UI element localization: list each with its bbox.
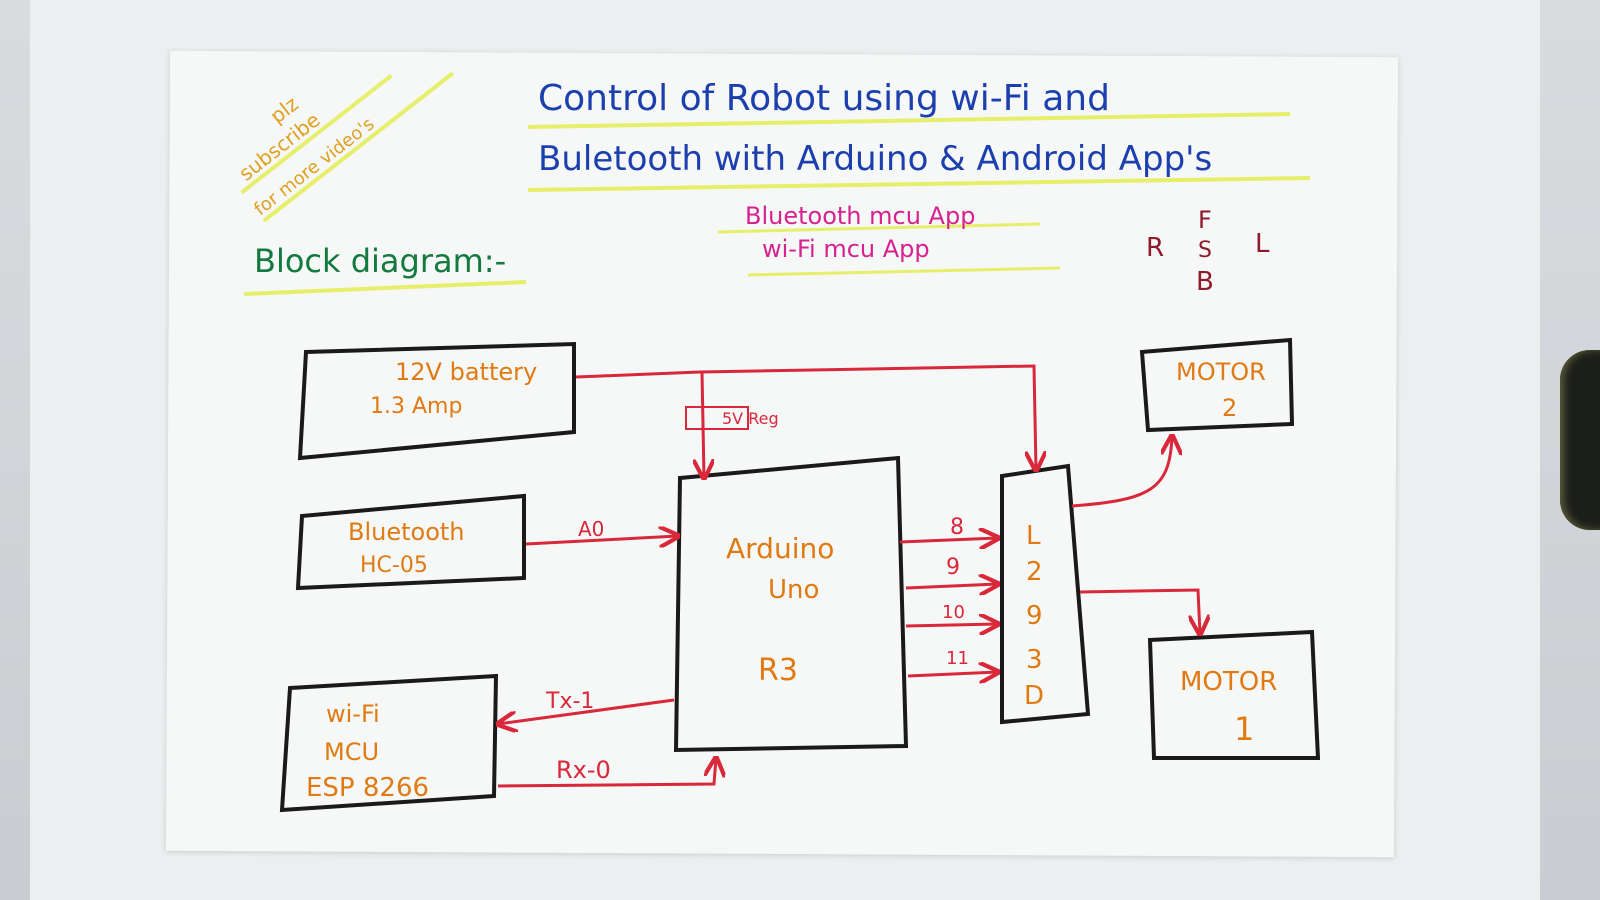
note-underline bbox=[262, 71, 455, 223]
label-pin-8: 8 bbox=[950, 515, 964, 540]
arduino-label-1: Arduino bbox=[726, 532, 834, 565]
rx-wire bbox=[497, 758, 716, 788]
label-tx: Tx-1 bbox=[545, 689, 594, 714]
legend-forward: F bbox=[1198, 206, 1212, 234]
tx-wire bbox=[498, 698, 675, 724]
arduino-block: Arduino Uno R3 bbox=[673, 455, 909, 753]
title-line-1: Control of Robot using wi-Fi and bbox=[538, 78, 1110, 119]
wires bbox=[497, 364, 1200, 788]
arduino-label-3: R3 bbox=[758, 653, 798, 688]
legend-right: R bbox=[1146, 233, 1164, 263]
pin-10-wire bbox=[905, 624, 998, 626]
pin-8-wire bbox=[899, 538, 998, 542]
label-pin-11: 11 bbox=[946, 648, 969, 669]
label-pin-10: 10 bbox=[942, 602, 965, 623]
app-underline bbox=[747, 266, 1061, 277]
pin-11-wire bbox=[907, 672, 998, 676]
driver-char: L bbox=[1026, 521, 1041, 551]
label-pin-9: 9 bbox=[946, 555, 960, 580]
arduino-label-2: Uno bbox=[768, 575, 819, 605]
battery-label-2: 1.3 Amp bbox=[370, 394, 462, 419]
regulator-box bbox=[685, 406, 749, 430]
subscribe-note: plz subscribe for more video's bbox=[234, 71, 455, 223]
bluetooth-box bbox=[295, 493, 526, 591]
bluetooth-block: Bluetooth HC-05 bbox=[295, 493, 526, 591]
title-underline bbox=[527, 176, 1311, 192]
motor-1-label-1: MOTOR bbox=[1180, 667, 1277, 697]
app-underline bbox=[717, 222, 1041, 234]
app-bluetooth-mcu: Bluetooth mcu App bbox=[745, 202, 975, 230]
wifi-label-1: wi-Fi bbox=[326, 700, 380, 728]
motor-1-box bbox=[1147, 629, 1321, 760]
driver-char: 2 bbox=[1026, 557, 1043, 587]
block-diagram-heading: Block diagram:- bbox=[254, 242, 506, 280]
wifi-box bbox=[279, 673, 499, 813]
bluetooth-label-2: HC-05 bbox=[360, 553, 428, 578]
battery-to-arduino-wire bbox=[702, 371, 704, 478]
bluetooth-to-arduino-wire bbox=[525, 536, 678, 544]
motor-2-label-2: 2 bbox=[1222, 394, 1237, 422]
wifi-label-3: ESP 8266 bbox=[306, 773, 429, 803]
motor-2-box bbox=[1139, 337, 1295, 433]
battery-to-driver-wire bbox=[575, 364, 1036, 470]
label-rx: Rx-0 bbox=[556, 756, 611, 784]
battery-box bbox=[297, 341, 576, 461]
legend-left: L bbox=[1255, 229, 1270, 259]
legend-stop: S bbox=[1198, 238, 1212, 263]
battery-label-1: 12V battery bbox=[395, 358, 537, 386]
phone-edge bbox=[1560, 350, 1600, 530]
title-underline bbox=[527, 112, 1291, 129]
heading-underline bbox=[243, 280, 527, 296]
wifi-block: wi-Fi MCU ESP 8266 bbox=[279, 673, 499, 813]
title-line-2: Buletooth with Arduino & Android App's bbox=[538, 139, 1212, 179]
motor-1-block: MOTOR 1 bbox=[1147, 629, 1321, 760]
driver-to-motor-2-wire bbox=[1071, 436, 1172, 508]
regulator-label: 5V Reg bbox=[722, 409, 779, 428]
arduino-box bbox=[673, 455, 909, 753]
battery-block: 12V battery 1.3 Amp bbox=[297, 341, 576, 461]
note-underline bbox=[240, 73, 393, 195]
motor-2-label-1: MOTOR bbox=[1176, 358, 1266, 386]
label-a0: A0 bbox=[578, 517, 604, 541]
regulator-block: 5V Reg bbox=[685, 406, 779, 430]
pin-9-wire bbox=[905, 584, 998, 588]
bluetooth-label-1: Bluetooth bbox=[348, 518, 465, 546]
motor-2-block: MOTOR 2 bbox=[1139, 337, 1295, 433]
driver-char: D bbox=[1024, 681, 1044, 711]
motor-1-label-2: 1 bbox=[1234, 710, 1254, 748]
driver-char: 9 bbox=[1026, 601, 1043, 631]
app-wifi-mcu: wi-Fi mcu App bbox=[762, 235, 930, 263]
driver-char: 3 bbox=[1026, 645, 1043, 675]
legend-backward: B bbox=[1196, 267, 1214, 297]
driver-to-motor-1-wire bbox=[1079, 588, 1200, 634]
wifi-label-2: MCU bbox=[324, 738, 379, 766]
